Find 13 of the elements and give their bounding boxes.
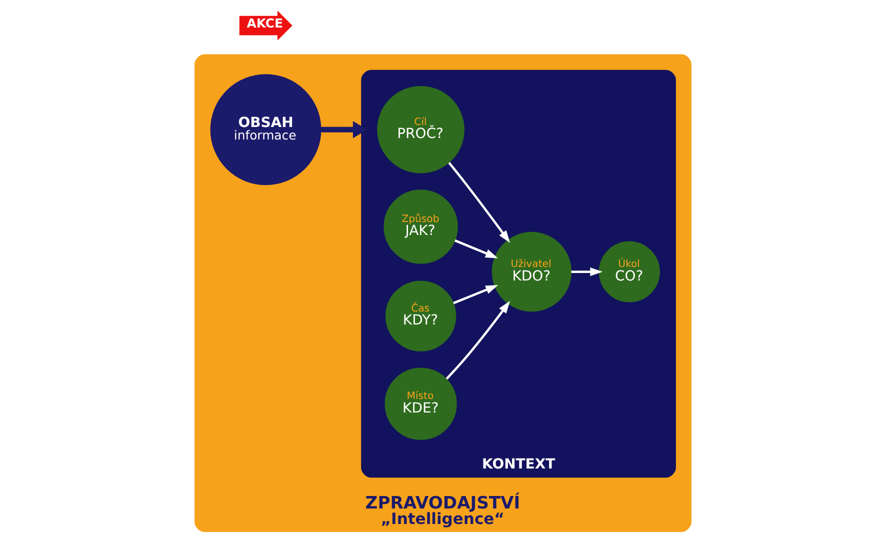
node-circle: Čas KDY? xyxy=(385,280,456,352)
node-circle: Cíl PROČ? xyxy=(377,86,464,174)
arrow xyxy=(446,300,510,380)
arrow xyxy=(454,239,498,258)
node-circle: Uživatel KDO? xyxy=(492,232,572,312)
arrow xyxy=(453,285,498,304)
node-circle: Místo KDE? xyxy=(384,368,457,440)
node-circle: Způsob JAK? xyxy=(384,190,458,264)
node-circle: OBSAH informace xyxy=(210,74,322,186)
node-circle: Úkol CO? xyxy=(598,241,660,302)
arrow xyxy=(571,267,603,276)
arrow xyxy=(448,162,510,243)
arrow xyxy=(320,120,368,138)
